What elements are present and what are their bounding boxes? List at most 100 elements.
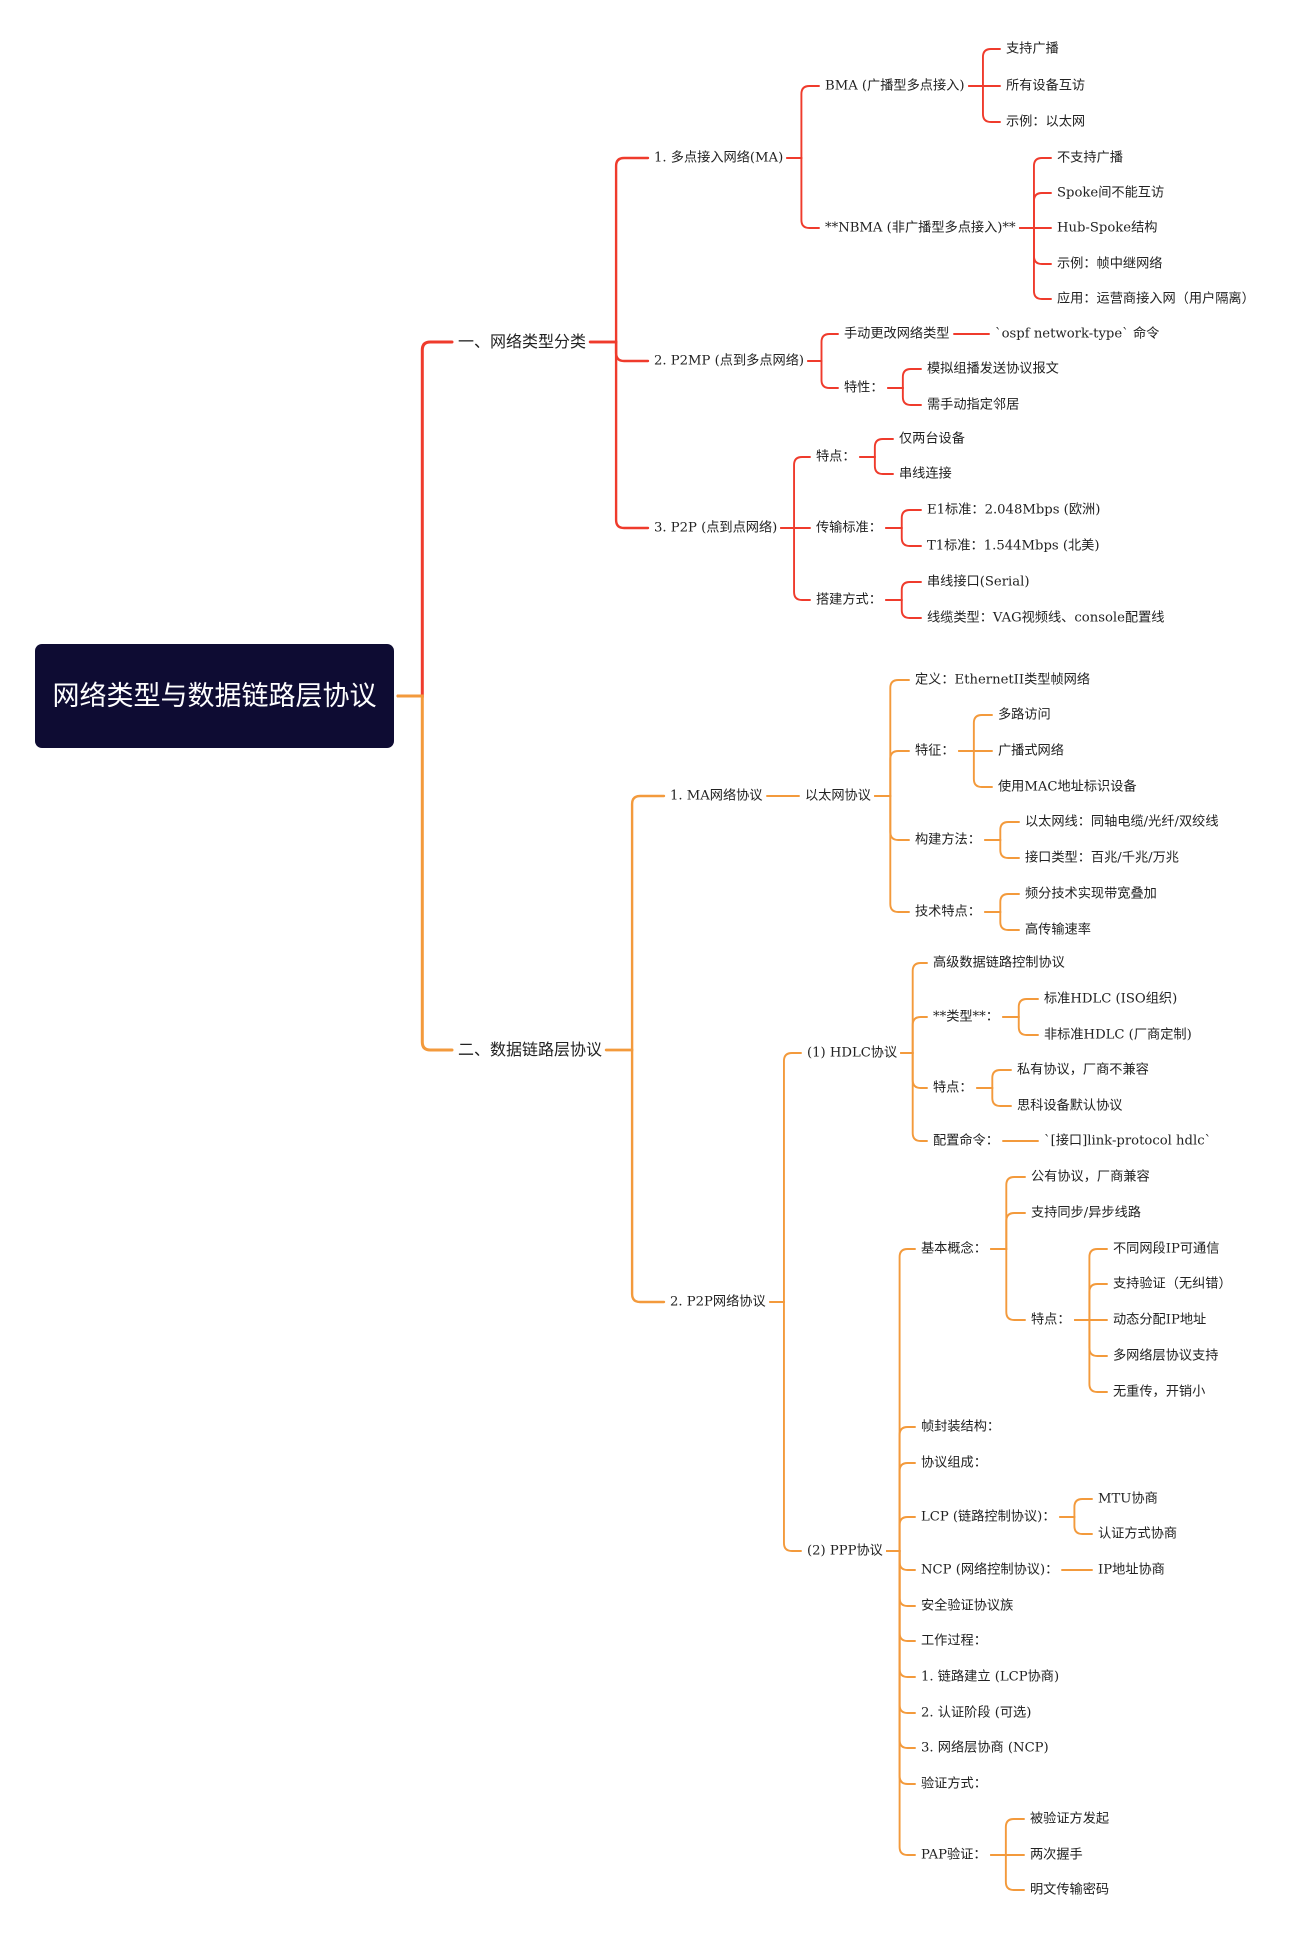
mindmap-node-nb3[interactable]: 示例：帧中继网络 bbox=[1057, 256, 1163, 272]
connector-line bbox=[990, 1212, 1026, 1250]
mindmap-node-ts[interactable]: 传输标准： bbox=[816, 520, 882, 536]
mindmap-node-def[interactable]: 定义：EthernetII类型帧网络 bbox=[915, 672, 1091, 688]
mindmap-node-ht[interactable]: **类型**： bbox=[933, 1009, 999, 1025]
mindmap-node-pf[interactable]: 特性： bbox=[844, 380, 884, 396]
mindmap-node-pbf0[interactable]: 不同网段IP可通信 bbox=[1113, 1241, 1220, 1257]
mindmap-node-hc0[interactable]: `[接口]link-protocol hdlc` bbox=[1044, 1133, 1212, 1149]
mindmap-node-eb[interactable]: 构建方法： bbox=[915, 832, 981, 848]
mindmap-node-pl[interactable]: LCP (链路控制协议)： bbox=[921, 1509, 1056, 1525]
mindmap-node-ppr[interactable]: 工作过程： bbox=[921, 1633, 987, 1649]
mindmap-node-hc[interactable]: 配置命令： bbox=[933, 1133, 999, 1149]
connector-line bbox=[885, 581, 922, 601]
mindmap-node-nb0[interactable]: 不支持广播 bbox=[1057, 150, 1123, 166]
mindmap-node-bma2[interactable]: 示例：以太网 bbox=[1006, 114, 1086, 130]
connector-line bbox=[588, 156, 650, 344]
mindmap-node-hf1[interactable]: 思科设备默认协议 bbox=[1017, 1098, 1123, 1114]
mindmap-node-pf0[interactable]: 模拟组播发送协议报文 bbox=[927, 361, 1059, 377]
mindmap-node-s1[interactable]: 一、网络类型分类 bbox=[458, 332, 587, 351]
connector-line bbox=[1074, 1283, 1108, 1321]
mindmap-node-psec[interactable]: 安全验证协议族 bbox=[921, 1598, 1014, 1614]
mindmap-node-pv[interactable]: 验证方式： bbox=[921, 1776, 987, 1792]
connector-line bbox=[1074, 1319, 1108, 1357]
mindmap-node-tb0[interactable]: 串线接口(Serial) bbox=[927, 574, 1030, 590]
connector-line bbox=[588, 340, 650, 530]
mindmap-node-ef1[interactable]: 广播式网络 bbox=[998, 743, 1064, 759]
mindmap-node-tb1[interactable]: 线缆类型：VAG视频线、console配置线 bbox=[927, 610, 1165, 626]
mindmap-node-pl1[interactable]: 认证方式协商 bbox=[1098, 1526, 1178, 1542]
mindmap-node-hd[interactable]: (1) HDLC协议 bbox=[807, 1045, 898, 1061]
mindmap-node-ts0[interactable]: E1标准：2.048Mbps (欧洲) bbox=[927, 502, 1101, 518]
mindmap-node-pbf2[interactable]: 动态分配IP地址 bbox=[1113, 1312, 1207, 1328]
connector-line bbox=[900, 1052, 928, 1142]
mindmap-node-pl0[interactable]: MTU协商 bbox=[1098, 1491, 1158, 1507]
mindmap-node-tf[interactable]: 特点： bbox=[816, 449, 856, 465]
root-node[interactable]: 网络类型与数据链路层协议 bbox=[35, 644, 394, 748]
connector-line bbox=[769, 1301, 802, 1552]
mindmap-node-et[interactable]: 技术特点： bbox=[915, 904, 981, 920]
mindmap-node-s2a[interactable]: 1. MA网络协议 bbox=[670, 788, 763, 804]
mindmap-node-eb1[interactable]: 接口类型：百兆/千兆/万兆 bbox=[1025, 850, 1179, 866]
mindmap-node-ts1[interactable]: T1标准：1.544Mbps (北美) bbox=[927, 538, 1100, 554]
connector-line bbox=[885, 527, 922, 547]
mindmap-node-pst1[interactable]: 1. 链路建立 (LCP协商) bbox=[921, 1669, 1060, 1685]
mindmap-node-s1a[interactable]: 1. 多点接入网络(MA) bbox=[654, 150, 784, 166]
mindmap-node-nb2[interactable]: Hub-Spoke结构 bbox=[1057, 220, 1158, 236]
mindmap-node-nbma[interactable]: **NBMA (非广播型多点接入)** bbox=[825, 220, 1016, 236]
mindmap-node-pbf[interactable]: 特点： bbox=[1031, 1312, 1071, 1328]
mindmap-node-ht1[interactable]: 非标准HDLC (厂商定制) bbox=[1044, 1027, 1192, 1043]
connector-line bbox=[887, 368, 922, 389]
mindmap-node-nb1[interactable]: Spoke间不能互访 bbox=[1057, 185, 1165, 201]
mindmap-node-ef0[interactable]: 多路访问 bbox=[998, 707, 1051, 723]
mindmap-node-pb[interactable]: 基本概念： bbox=[921, 1241, 987, 1257]
mindmap-node-pn0[interactable]: IP地址协商 bbox=[1098, 1562, 1165, 1578]
mindmap-node-tb[interactable]: 搭建方式： bbox=[816, 592, 882, 608]
mindmap-node-pap[interactable]: PAP验证： bbox=[921, 1847, 987, 1863]
mindmap-node-pbf3[interactable]: 多网络层协议支持 bbox=[1113, 1348, 1219, 1364]
mindmap-node-bma1[interactable]: 所有设备互访 bbox=[1006, 78, 1086, 94]
mindmap-node-s2[interactable]: 二、数据链路层协议 bbox=[458, 1040, 603, 1059]
mindmap-node-pf1[interactable]: 需手动指定邻居 bbox=[927, 397, 1020, 413]
mindmap-node-tf1[interactable]: 串线连接 bbox=[899, 466, 952, 482]
mindmap-node-hf[interactable]: 特点： bbox=[933, 1080, 973, 1096]
mindmap-node-cmd1[interactable]: `ospf network-type` 命令 bbox=[995, 326, 1160, 342]
mindmap-node-pst2[interactable]: 2. 认证阶段 (可选) bbox=[921, 1705, 1032, 1721]
mindmap-node-eth[interactable]: 以太网协议 bbox=[805, 788, 871, 804]
connector-line bbox=[886, 1550, 916, 1642]
mindmap-node-pap1[interactable]: 两次握手 bbox=[1030, 1847, 1083, 1863]
mindmap-node-hn[interactable]: 高级数据链路控制协议 bbox=[933, 955, 1065, 971]
mindmap-node-pco[interactable]: 协议组成： bbox=[921, 1455, 987, 1471]
connector-line bbox=[780, 456, 811, 529]
mindmap-node-pb0[interactable]: 公有协议，厂商兼容 bbox=[1031, 1169, 1150, 1185]
connector-line bbox=[990, 1818, 1025, 1856]
mindmap-node-pst3[interactable]: 3. 网络层协商 (NCP) bbox=[921, 1740, 1049, 1756]
connector-line bbox=[886, 1248, 916, 1552]
mindmap-node-hf0[interactable]: 私有协议，厂商不兼容 bbox=[1017, 1062, 1149, 1078]
connector-line bbox=[1059, 1498, 1093, 1518]
mindmap-node-eb0[interactable]: 以太网线：同轴电缆/光纤/双绞线 bbox=[1025, 814, 1219, 830]
mindmap-node-bma[interactable]: BMA (广播型多点接入) bbox=[825, 78, 965, 94]
mindmap-node-nb4[interactable]: 应用：运营商接入网（用户隔离） bbox=[1057, 291, 1255, 307]
mindmap-node-pn[interactable]: NCP (网络控制协议)： bbox=[921, 1562, 1059, 1578]
mindmap-node-pbf1[interactable]: 支持验证（无纠错） bbox=[1113, 1276, 1232, 1292]
connector-line bbox=[900, 1052, 928, 1089]
mindmap-node-pfr[interactable]: 帧封装结构： bbox=[921, 1419, 1001, 1435]
mindmap-node-s2b[interactable]: 2. P2P网络协议 bbox=[670, 1294, 766, 1310]
connector-line bbox=[885, 599, 922, 619]
mindmap-node-pp[interactable]: (2) PPP协议 bbox=[807, 1543, 883, 1559]
mindmap-node-et0[interactable]: 频分技术实现带宽叠加 bbox=[1025, 886, 1157, 902]
connector-line bbox=[1019, 192, 1052, 229]
mindmap-node-s1c[interactable]: 3. P2P (点到点网络) bbox=[654, 520, 778, 536]
mindmap-node-pb1[interactable]: 支持同步/异步线路 bbox=[1031, 1205, 1141, 1221]
mindmap-node-ht0[interactable]: 标准HDLC (ISO组织) bbox=[1044, 991, 1178, 1007]
mindmap-node-s1b[interactable]: 2. P2MP (点到多点网络) bbox=[654, 353, 805, 369]
mindmap-node-bma0[interactable]: 支持广播 bbox=[1006, 41, 1059, 57]
mindmap-node-pbf4[interactable]: 无重传，开销小 bbox=[1113, 1384, 1206, 1400]
mindmap-node-ef[interactable]: 特征： bbox=[915, 743, 955, 759]
mindmap-node-ef2[interactable]: 使用MAC地址标识设备 bbox=[998, 779, 1137, 795]
mindmap-node-et1[interactable]: 高传输速率 bbox=[1025, 922, 1091, 938]
mindmap-node-pap0[interactable]: 被验证方发起 bbox=[1030, 1811, 1110, 1827]
mindmap-node-man[interactable]: 手动更改网络类型 bbox=[844, 326, 950, 342]
mindmap-node-pap2[interactable]: 明文传输密码 bbox=[1030, 1882, 1110, 1898]
mindmap-node-tf0[interactable]: 仅两台设备 bbox=[899, 431, 965, 447]
